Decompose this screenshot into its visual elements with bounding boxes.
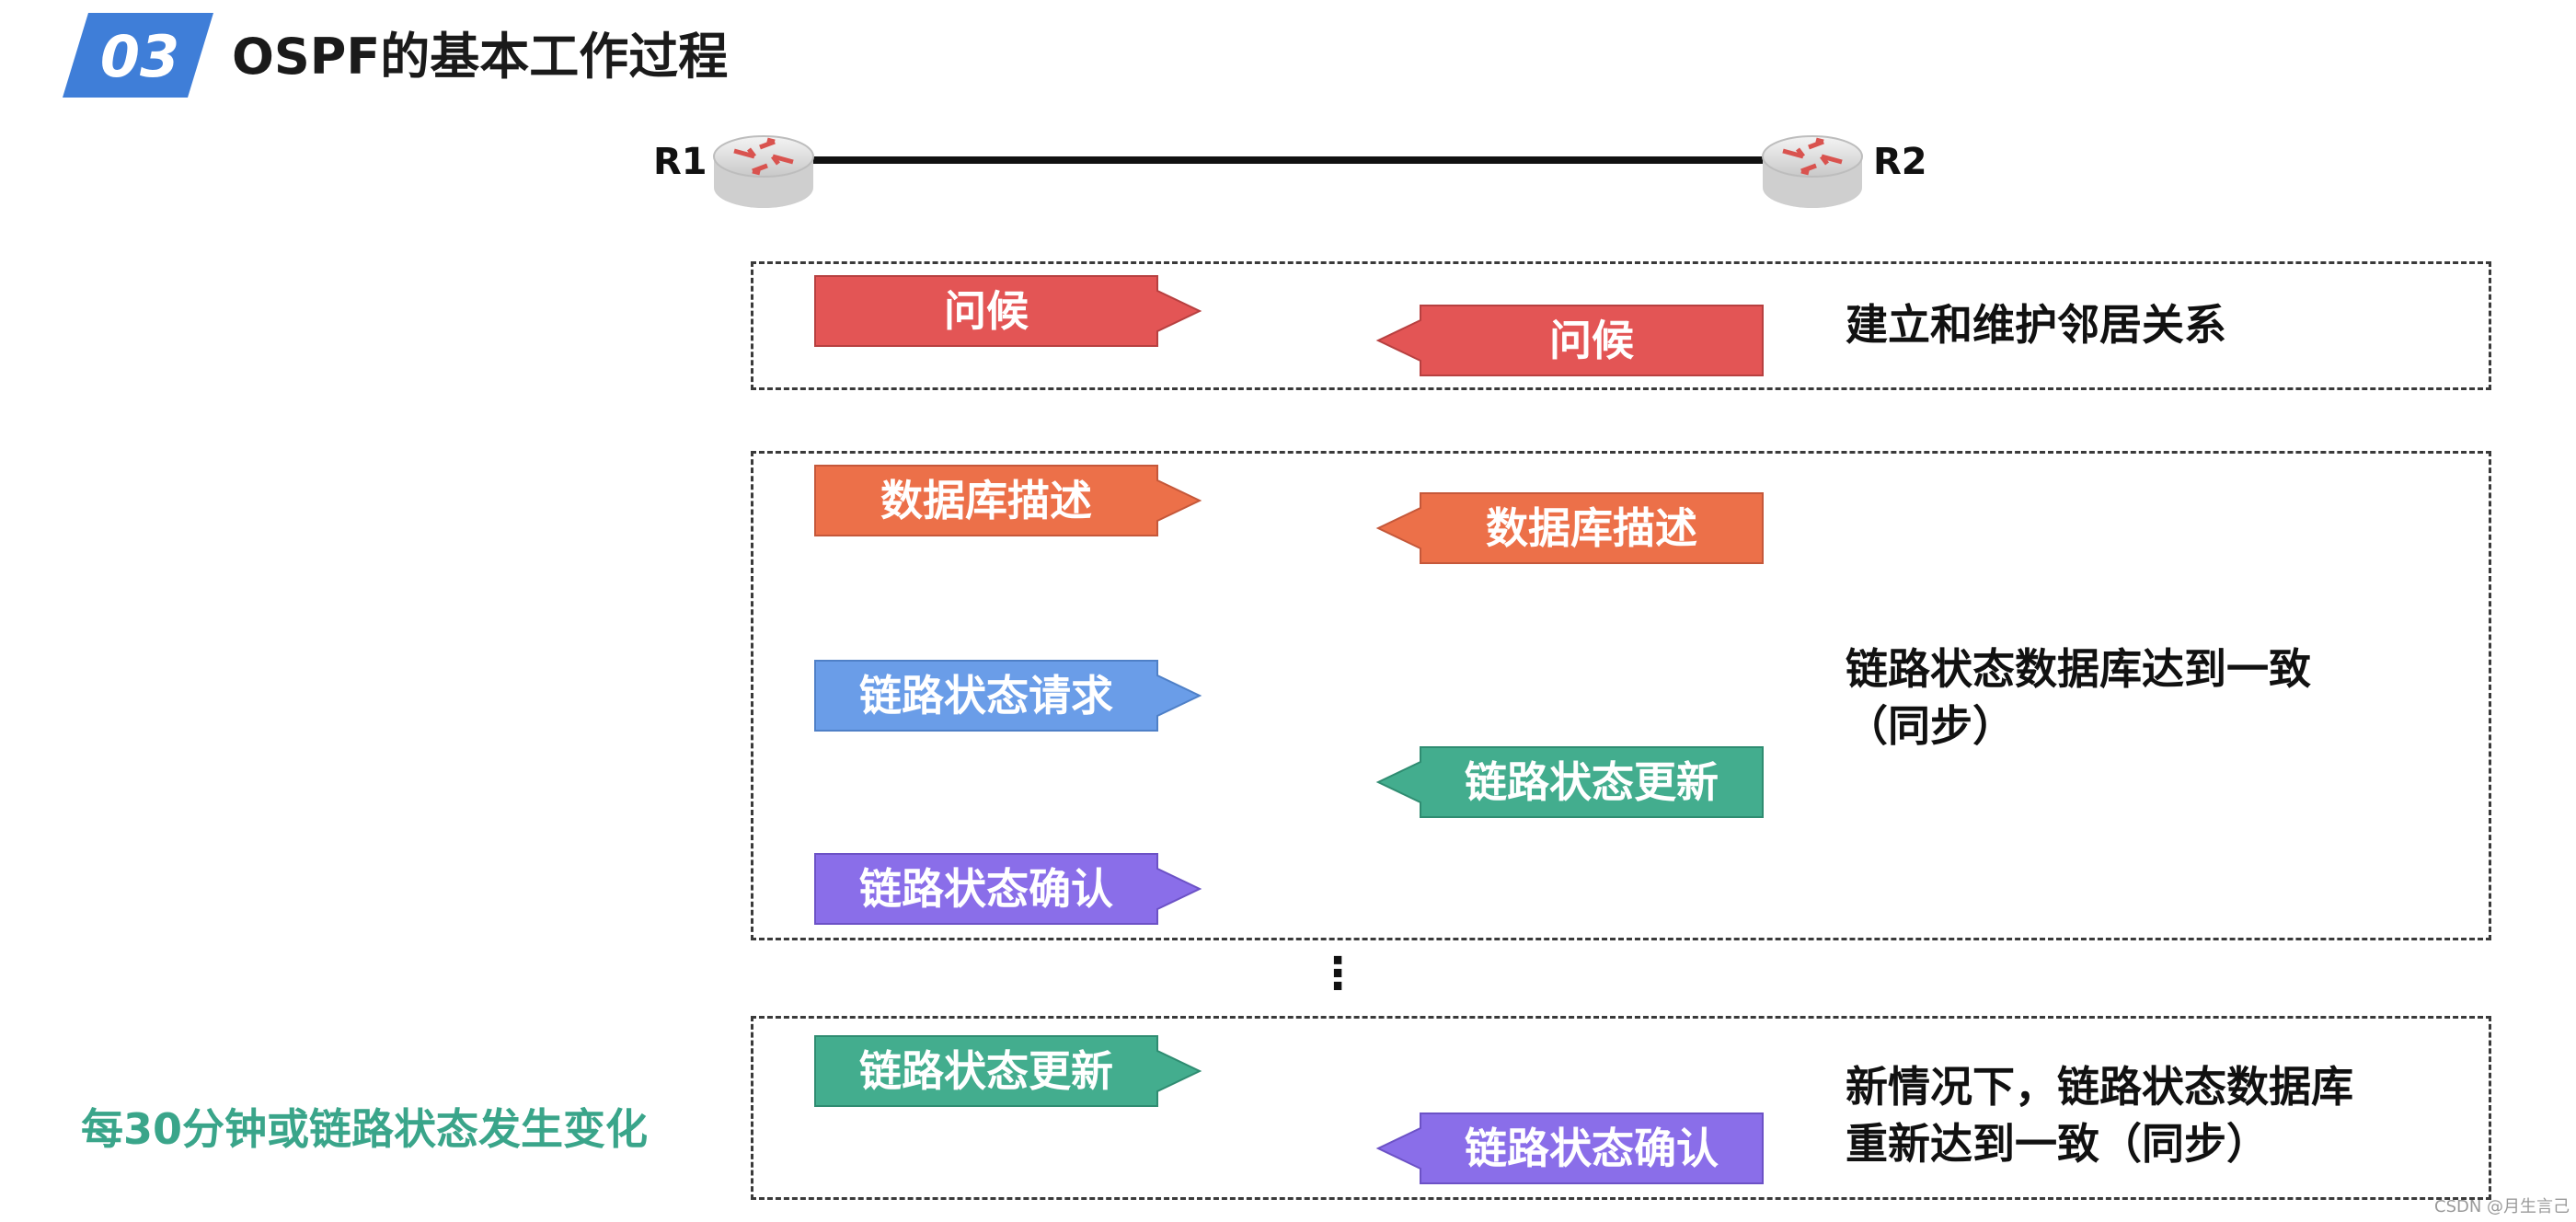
right-arrow-icon (814, 465, 1202, 536)
lsu-message-r2: 链路状态更新 (1375, 745, 1764, 819)
message-label: 链路状态更新 (859, 1046, 1113, 1096)
left-arrow-icon (1375, 492, 1764, 564)
router-icon (713, 135, 814, 208)
router-r2-label: R2 (1873, 141, 1927, 183)
phase-neighbor-note: 建立和维护邻居关系 (1846, 300, 2226, 350)
left-arrow-icon (1375, 746, 1764, 818)
message-label: 数据库描述 (1486, 503, 1697, 553)
right-arrow-icon (814, 275, 1202, 347)
hello-message-r1: 问候 (814, 274, 1202, 348)
lsr-message-r1: 链路状态请求 (814, 659, 1202, 732)
section-number-badge (63, 13, 213, 98)
right-arrow-icon (814, 853, 1202, 925)
right-arrow-icon (814, 660, 1202, 732)
left-arrow-icon (1375, 305, 1764, 376)
message-label: 链路状态请求 (859, 671, 1113, 721)
message-label: 链路状态确认 (1465, 1124, 1719, 1173)
phase-update-note-line2: 重新达到一致（同步） (1846, 1119, 2269, 1169)
router-icon (1762, 135, 1863, 208)
message-label: 问候 (1549, 316, 1634, 365)
page-title: OSPF的基本工作过程 (232, 28, 729, 86)
lsu-message-r1: 链路状态更新 (814, 1034, 1202, 1108)
message-label: 数据库描述 (880, 476, 1092, 525)
lsack-message-r1: 链路状态确认 (814, 852, 1202, 926)
message-label: 链路状态确认 (859, 864, 1113, 914)
continuation-ellipsis: ⋮ (1316, 948, 1360, 999)
lsack-message-r2: 链路状态确认 (1375, 1112, 1764, 1185)
hello-message-r2: 问候 (1375, 304, 1764, 377)
message-label: 问候 (944, 286, 1029, 336)
section-number: 03 (99, 23, 180, 90)
network-link-line (810, 156, 1766, 164)
message-label: 链路状态更新 (1465, 757, 1719, 807)
phase-update-box (751, 1016, 2491, 1200)
dbd-message-r1: 数据库描述 (814, 464, 1202, 537)
phase-sync-note-line2: （同步） (1846, 701, 2015, 751)
dbd-message-r2: 数据库描述 (1375, 491, 1764, 565)
phase-sync-note-line1: 链路状态数据库达到一致 (1846, 644, 2311, 694)
phase-neighbor-box (751, 261, 2491, 390)
right-arrow-icon (814, 1035, 1202, 1107)
router-r1-label: R1 (653, 141, 707, 183)
watermark: CSDN @月生言己 (2434, 1197, 2570, 1216)
phase-sync-box (751, 451, 2491, 940)
left-arrow-icon (1375, 1112, 1764, 1184)
phase-update-note-line1: 新情况下，链路状态数据库 (1846, 1062, 2353, 1112)
update-trigger-note: 每30分钟或链路状态发生变化 (81, 1104, 649, 1154)
